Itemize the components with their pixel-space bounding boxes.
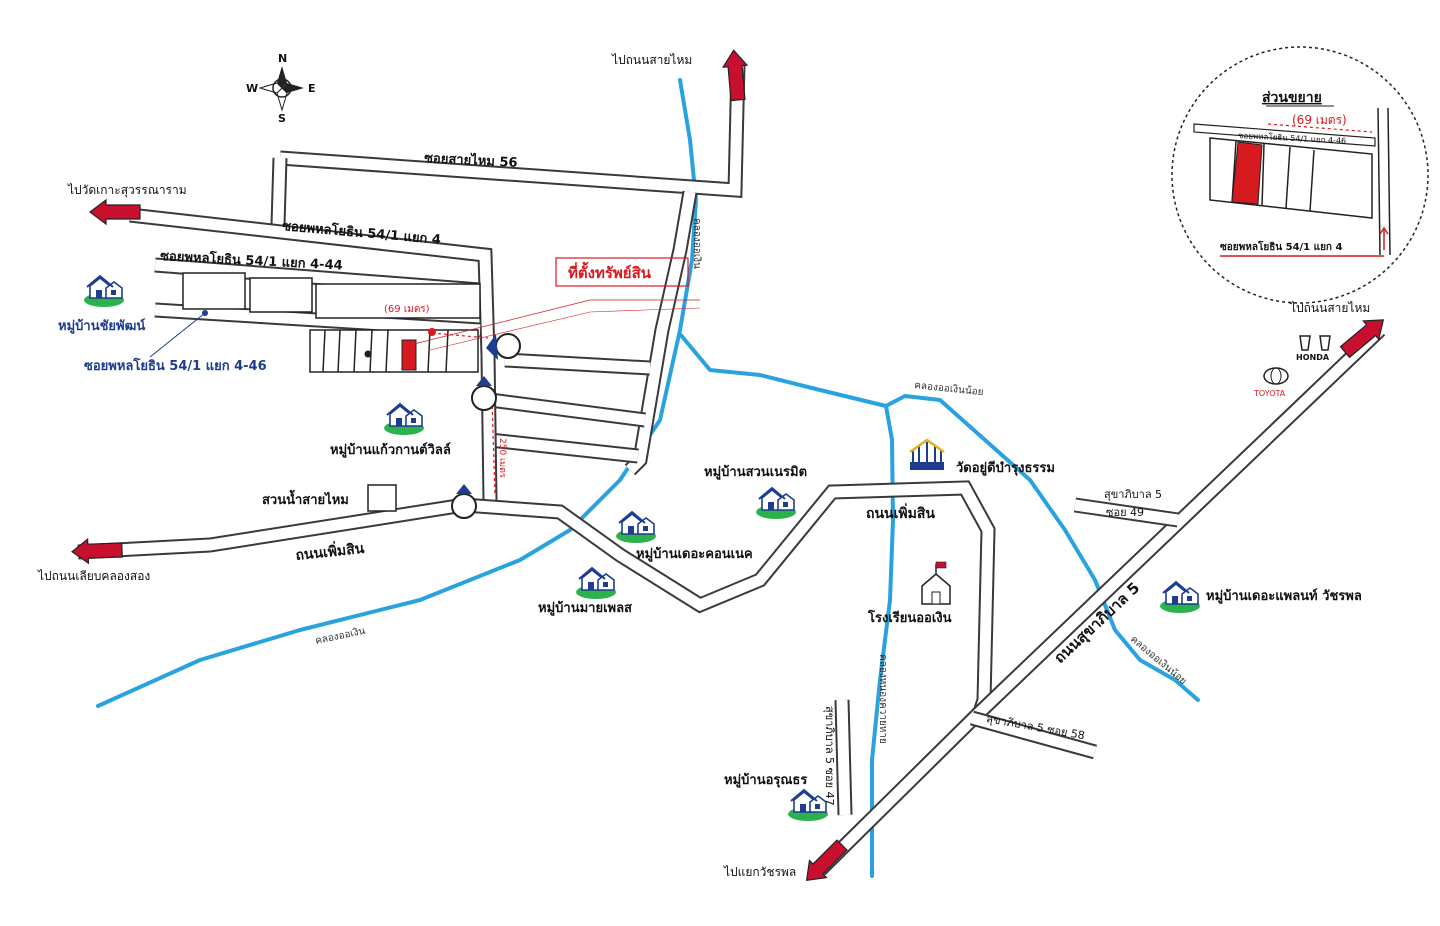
house-icon: [787, 789, 829, 822]
khlong-nong-khwai-hai-canal: [870, 404, 895, 878]
village-my-place: หมู่บ้านมายเพลส: [538, 600, 632, 616]
road-soi-49-a: สุขาภิบาล 5: [1104, 488, 1162, 501]
roundabouts: [451, 333, 521, 519]
road-soi-saimai-56: ซอยสายไหม 56: [424, 149, 518, 171]
direction-wat-koh: ไปวัดเกาะสุวรรณาราม: [67, 183, 187, 198]
house-icon: [755, 487, 797, 520]
village-kaewkarn: หมู่บ้านแก้วกานต์วิลล์: [330, 442, 451, 458]
house-icon: [383, 403, 425, 436]
property-location-label: ที่ตั้งทรัพย์สิน: [568, 261, 652, 282]
water-park-marker: [367, 484, 397, 512]
compass-n: N: [278, 52, 287, 65]
compass-w: W: [246, 82, 258, 95]
canal-nong-khwai-hai: คลองหนองควายหาย: [877, 654, 888, 744]
village-chaiyaphat: หมู่บ้านชัยพัฒน์: [58, 318, 145, 334]
road-soi-47: สุขาภิบาล 5 ซอย 47: [823, 706, 836, 806]
house-icon: [83, 275, 125, 308]
village-the-plant: หมู่บ้านเดอะแพลนท์ วัชรพล: [1206, 588, 1362, 604]
road-soi-49-b: ซอย 49: [1106, 506, 1144, 519]
road-soi-4-46: ซอยพหลโยธิน 54/1 แยก 4-46: [84, 357, 267, 374]
svg-text:HONDA: HONDA: [1296, 353, 1330, 362]
school-icon: [921, 561, 951, 605]
canal-ok-ngoen-bottom: คลองออเงิน: [314, 626, 366, 647]
labels: ซอยสายไหม 56 ซอยพหลโยธิน 54/1 แยก 4 ซอยพ…: [37, 53, 1370, 879]
distance-69: (69 เมตร): [384, 304, 430, 315]
compass-e: E: [308, 82, 316, 95]
village-the-connect: หมู่บ้านเดอะคอนเนค: [636, 546, 753, 562]
property-parcel: [401, 339, 417, 371]
direction-saimai-right: ไปถนนสายไหม: [1289, 301, 1370, 315]
inset-road-bottom: ซอยพหลโยธิน 54/1 แยก 4: [1220, 240, 1342, 253]
canal-ok-ngoen-noi-top: คลองออเงินน้อย: [914, 379, 984, 398]
direction-saimai-top: ไปถนนสายไหม: [611, 53, 692, 67]
canal-ok-ngoen-top: คลองออเงิน: [691, 218, 702, 269]
honda-logo: HONDA: [1296, 335, 1331, 362]
direction-watcharaphon: ไปแยกวัชรพล: [723, 865, 796, 879]
village-suan-neramit: หมู่บ้านสวนเนรมิต: [704, 464, 807, 480]
inset-distance: (69 เมตร): [1292, 113, 1347, 127]
direction-liap-khlong-song: ไปถนนเลียบคลองสอง: [37, 569, 150, 583]
house-icon: [575, 567, 617, 600]
plot-blocks: [182, 272, 481, 319]
khlong-ok-ngoen-noi-canal: [678, 332, 1200, 702]
inset-title: ส่วนขยาย: [1262, 90, 1322, 106]
wat-yudi-label: วัดอยู่ดีบำรุงธรรม: [956, 460, 1055, 476]
distance-markers: [409, 299, 701, 496]
road-phoemsin-mid: ถนนเพิ่มสิน: [866, 503, 935, 522]
inset-property-parcel: [1231, 141, 1263, 205]
temple-icon: [909, 438, 945, 470]
house-icon: [1159, 581, 1201, 614]
property-row: [309, 329, 479, 373]
school-label: โรงเรียนออเงิน: [867, 609, 952, 626]
water-park-label: สวนน้ำสายไหม: [262, 489, 349, 508]
inset-zoom: ส่วนขยาย (69 เมตร) ซอยพหลโยธิน 54/1 แยก …: [1171, 46, 1429, 304]
toyota-logo: TOYOTA: [1253, 367, 1289, 398]
village-arunthon: หมู่บ้านอรุณธร: [724, 772, 807, 788]
roads: [77, 64, 1386, 876]
canal-ok-ngoen-noi-right: คลองออเงินน้อย: [1128, 633, 1189, 687]
house-icon: [615, 511, 657, 544]
compass-s: S: [278, 112, 286, 125]
compass-icon: N S W E: [246, 52, 316, 125]
svg-text:TOYOTA: TOYOTA: [1253, 389, 1286, 398]
road-phoemsin-left: ถนนเพิ่มสิน: [294, 538, 365, 564]
distance-250: 250 เมตร: [497, 438, 507, 478]
canals: [96, 78, 1200, 878]
